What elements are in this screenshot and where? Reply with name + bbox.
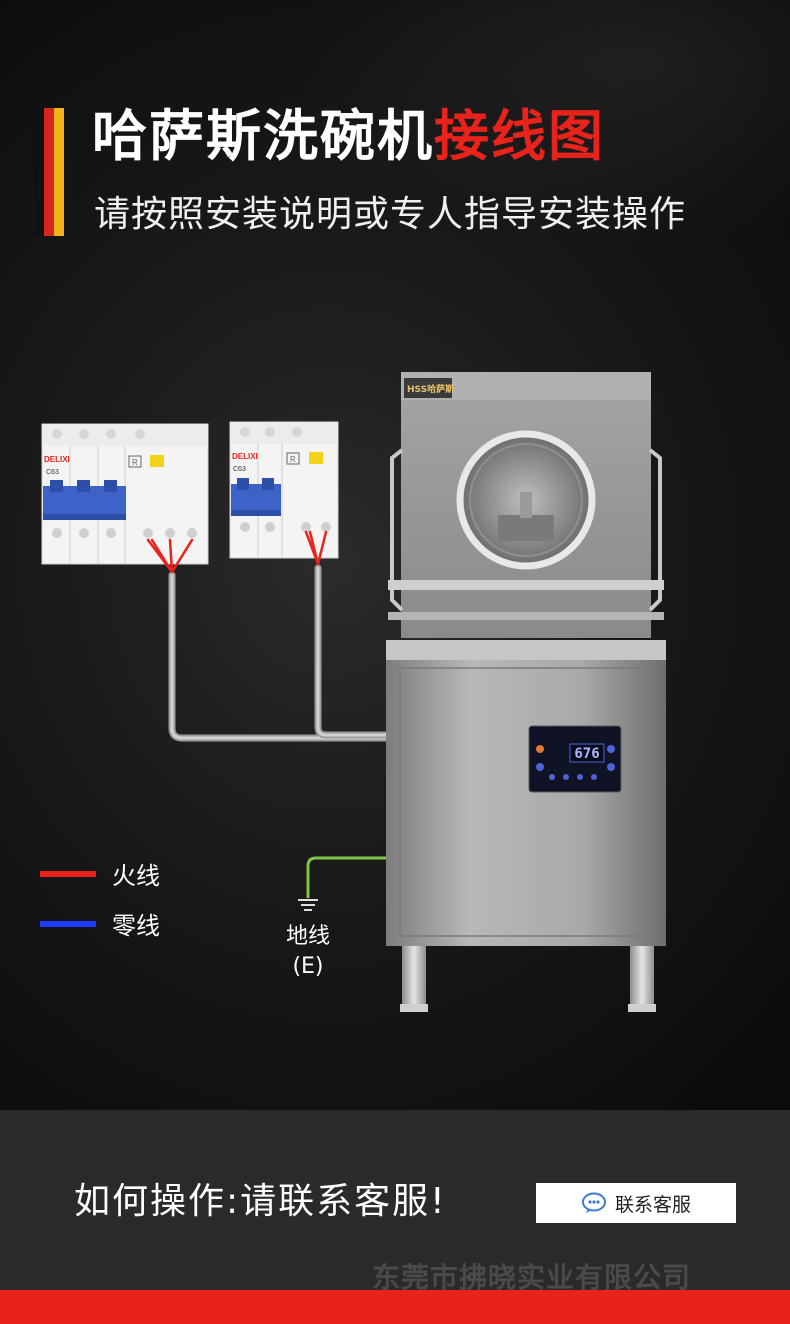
contact-service-label: 联系客服	[614, 1193, 691, 1216]
svg-text:R: R	[132, 458, 138, 467]
display-readout: 676	[574, 746, 599, 762]
breaker-left: DELIXI C63 R	[41, 423, 209, 565]
chat-icon	[581, 1192, 606, 1213]
wiring-diagram: DELIXI C63 R DELIXI C63 R	[41, 372, 666, 1012]
cta-text: 如何操作:请联系客服!	[74, 1181, 447, 1222]
power-cables	[146, 530, 396, 742]
legend-live-label: 火线	[112, 862, 160, 890]
legend-live-swatch	[40, 870, 96, 877]
legend-live: 火线	[40, 856, 160, 891]
ground-wire	[298, 856, 392, 911]
ground-label-text: 地线	[285, 924, 330, 949]
legend-neutral-swatch	[40, 920, 96, 927]
company-name: 东莞市拂晓实业有限公司	[372, 1261, 692, 1294]
ground-label: 地线 (E)	[280, 922, 336, 982]
svg-text:C63: C63	[46, 469, 59, 476]
svg-text:DELIXI: DELIXI	[44, 455, 70, 464]
ground-label-symbol: (E)	[292, 954, 324, 979]
machine-logo: HSS哈萨斯	[407, 383, 454, 395]
svg-text:R: R	[290, 455, 296, 464]
contact-service-button[interactable]: 联系客服	[536, 1183, 736, 1223]
flag-stripe	[34, 108, 64, 236]
dishwasher-machine: HSS哈萨斯 676	[386, 372, 666, 1012]
title-highlight: 接线图	[434, 104, 606, 168]
legend-neutral: 零线	[40, 906, 160, 941]
page-title: 哈萨斯洗碗机接线图	[92, 103, 605, 169]
legend-neutral-label: 零线	[112, 912, 160, 940]
page-subtitle: 请按照安装说明或专人指导安装操作	[94, 194, 687, 235]
title-main: 哈萨斯洗碗机	[92, 104, 435, 168]
svg-text:C63: C63	[233, 466, 246, 473]
svg-text:DELIXI: DELIXI	[232, 452, 258, 461]
breaker-right: DELIXI C63 R	[229, 421, 339, 559]
bottom-red-bar	[0, 1290, 790, 1324]
